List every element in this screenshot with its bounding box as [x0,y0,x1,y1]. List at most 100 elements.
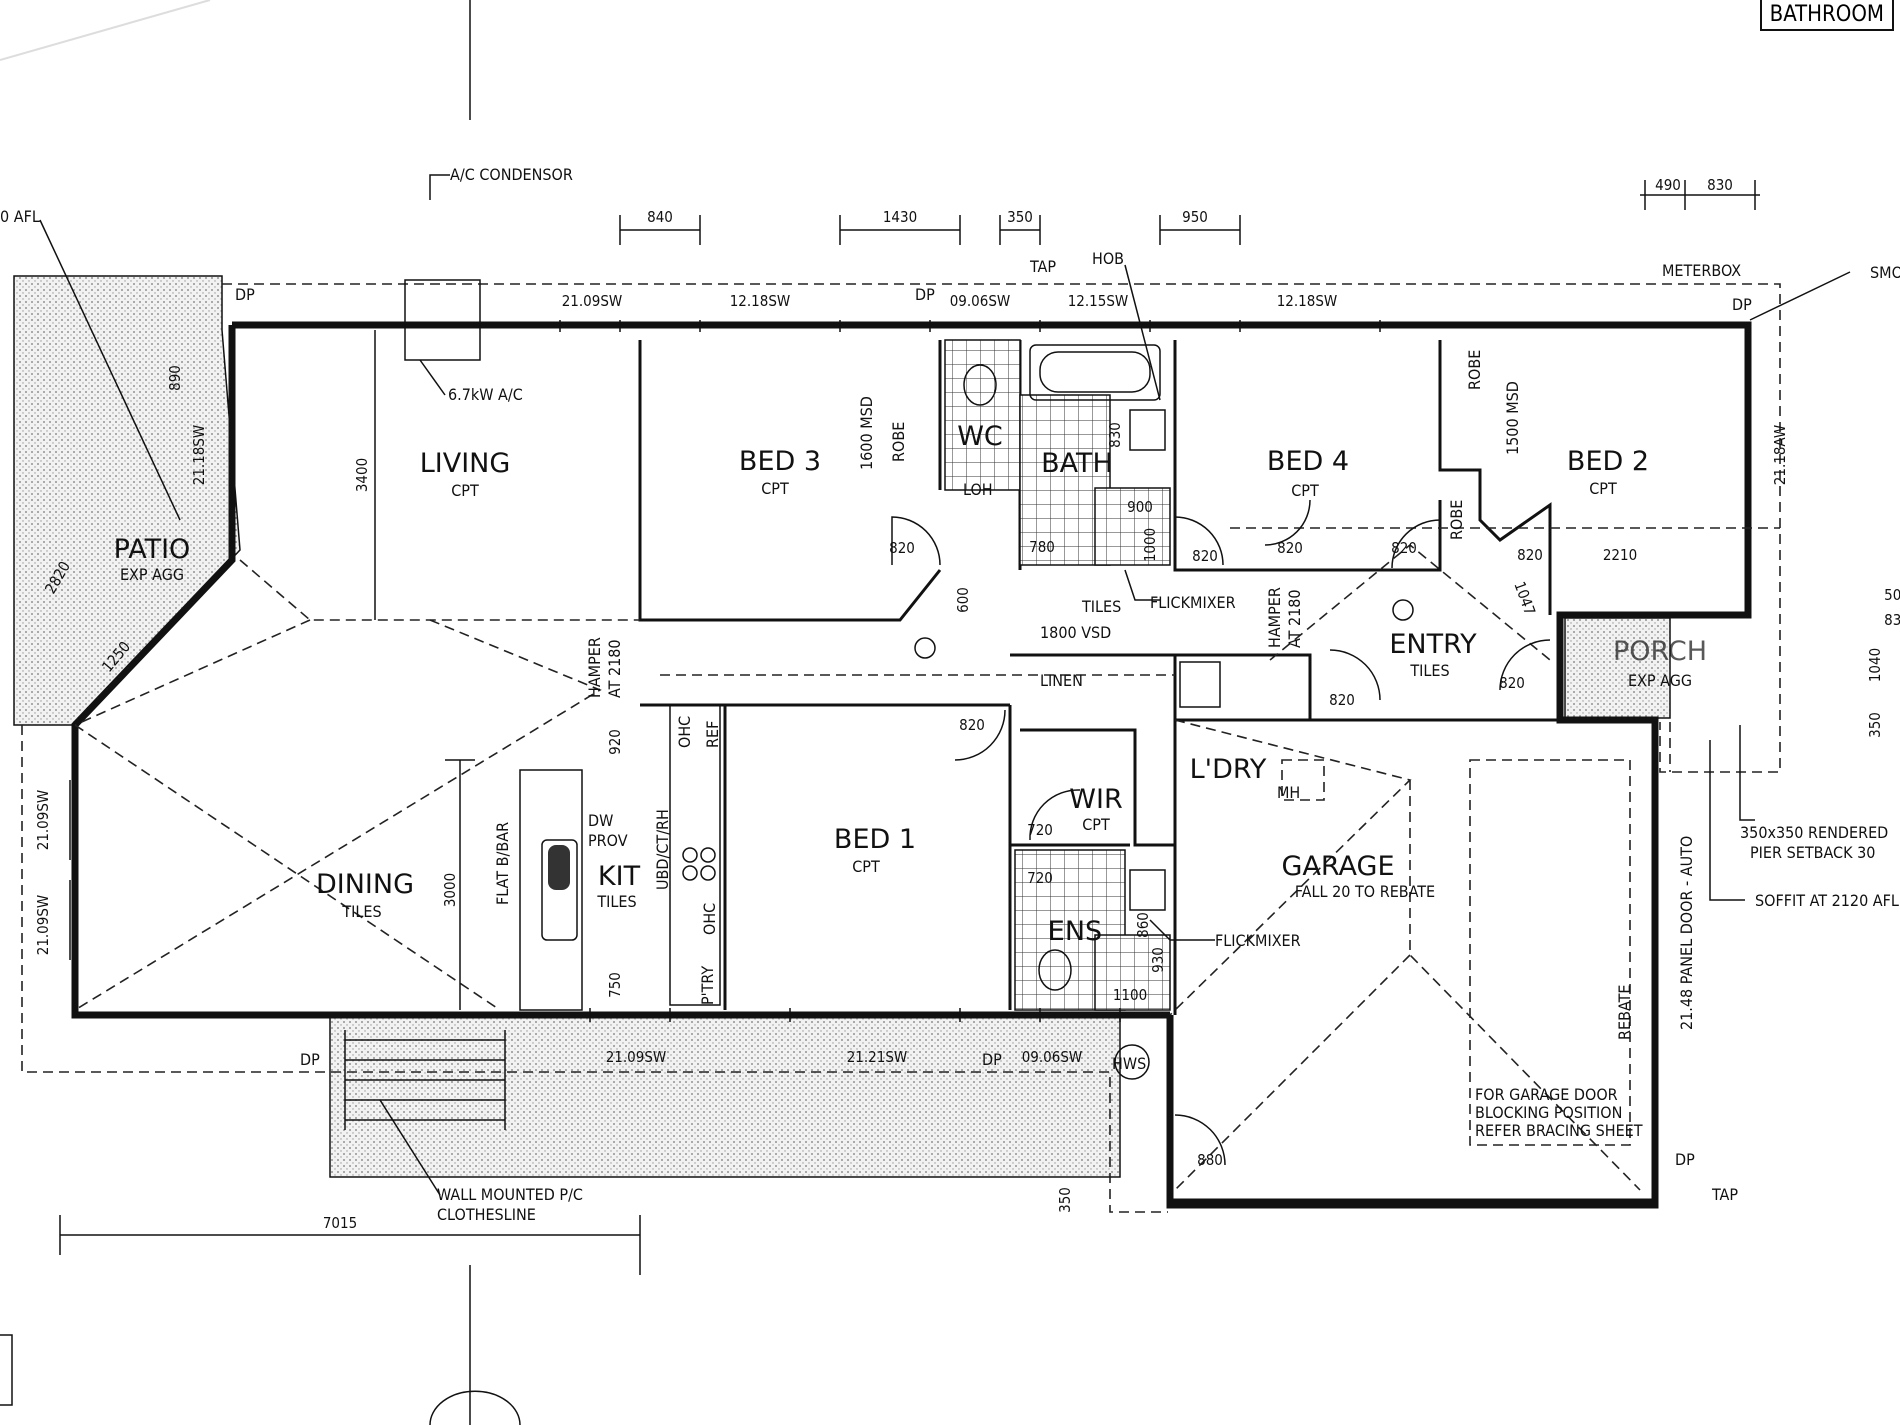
patio-slab [13,275,241,726]
room-ens: ENS [1048,916,1102,947]
dim-820-bed3: 820 [889,539,915,557]
dim-830: 830 [1707,176,1733,194]
room-garage-finish: FALL 20 TO REBATE [1295,882,1435,901]
note-flickmixer-ens: FLICKMIXER [1215,931,1301,950]
note-dp6: DP [1675,1150,1695,1169]
note-rebate: REBATE [1615,985,1634,1040]
cooktop-ring [682,847,698,863]
dim-line [1159,215,1241,245]
door-robe [1264,499,1311,546]
note-hamper-1b: AT 2180 [605,639,624,698]
dim-950: 950 [1182,208,1208,226]
window-label-8: 21.09SW [606,1048,667,1066]
room-bed2: BED 2 [1567,446,1649,477]
window-label-7: 21.09SW [34,895,52,956]
laundry-tub [1179,661,1221,708]
note-msd-bed2: 1500 MSD [1503,381,1522,455]
shower [1094,487,1171,566]
dim-line [1640,180,1760,210]
note-hob: HOB [1092,249,1124,268]
roof-line [660,674,1641,1191]
note-dp1: DP [235,285,255,304]
room-entry: ENTRY [1389,629,1477,660]
dim-720-wir: 720 [1027,821,1053,839]
toilet [963,364,997,406]
room-patio-finish: EXP AGG [120,565,184,584]
eaves-line [21,283,1781,1213]
dim-830-bath: 830 [1106,422,1124,448]
dim-840: 840 [647,208,673,226]
dim-350-right: 350 [1866,712,1884,738]
note-smoke: SMO [1870,263,1900,282]
note-panel-door: 21.48 PANEL DOOR - AUTO [1677,836,1696,1030]
ens-shower [1094,934,1171,1011]
dim-7015: 7015 [323,1214,357,1232]
dim-930: 930 [1149,947,1167,973]
room-bed3: BED 3 [739,446,821,477]
note-vsd: 1800 VSD [1040,623,1111,642]
note-pier-2: PIER SETBACK 30 [1750,843,1875,862]
sink-bowl [548,845,570,890]
leader [1149,919,1215,941]
dim-600: 600 [954,587,972,613]
porch-slab [1564,617,1671,719]
kitchen-bench [519,769,583,1011]
window-ticks [559,320,1381,332]
note-dp3: DP [1732,295,1752,314]
ac-condensor-box [404,279,481,361]
room-bed4-finish: CPT [1291,481,1319,500]
note-ohc-2: OHC [700,903,719,935]
note-afl: 0 AFL [0,207,40,226]
roof-line [74,619,602,1011]
room-wir: WIR [1069,784,1122,815]
note-garage-1: FOR GARAGE DOOR [1475,1085,1618,1104]
dim-820-robe2: 820 [1277,539,1303,557]
dim-490: 490 [1655,176,1681,194]
leader [1124,264,1161,401]
dim-1430: 1430 [883,208,917,226]
leader [1124,569,1160,601]
dim-line [59,1215,641,1275]
note-robe-bed3: ROBE [889,422,908,462]
leader [1739,725,1755,821]
smoke-detector [1392,599,1414,621]
room-wc: WC [957,421,1003,452]
dim-880: 880 [1197,1151,1223,1169]
kitchen-cabinets [669,704,721,1006]
window-label-10: 09.06SW [1022,1048,1083,1066]
door-front [1499,639,1551,691]
note-dp5: DP [982,1050,1002,1069]
dim-1047: 1047 [1510,579,1539,617]
note-garage-3: REFER BRACING SHEET [1475,1121,1643,1140]
note-robe-bed2: ROBE [1465,350,1484,390]
door-bed4 [1174,516,1224,566]
window-label-12: 21.18SW [190,425,208,486]
dim-3000: 3000 [441,873,459,907]
room-bed1: BED 1 [834,824,916,855]
room-ldry: L'DRY [1190,754,1267,785]
note-ohc-1: OHC [675,716,694,748]
dim-820-robe: 820 [1391,539,1417,557]
note-hamper-2b: AT 2180 [1285,589,1304,648]
note-ac-unit: 6.7kW A/C [448,385,523,404]
dim-line [999,215,1041,245]
bathtub-inner [1039,351,1151,393]
room-garage: GARAGE [1281,851,1394,882]
room-porch-finish: EXP AGG [1628,671,1692,690]
window-label-1: 21.09SW [562,292,623,310]
dim-820-bed1: 820 [959,716,985,734]
room-bed3-finish: CPT [761,479,789,498]
ens-toilet [1038,949,1072,991]
room-kit-finish: TILES [596,892,636,911]
window-label-6: 21.09SW [34,790,52,851]
note-flat-bar: FLAT B/BAR [493,822,512,905]
window-ticks [69,780,1121,1022]
note-ptry: P'TRY [698,966,717,1005]
note-hws: HWS [1112,1054,1146,1073]
room-porch: PORCH [1613,636,1707,667]
note-prov: PROV [588,831,628,850]
dim-350-bottom: 350 [1056,1187,1074,1213]
note-robe-hall: ROBE [1447,500,1466,540]
dim-500: 500 [1884,586,1900,604]
room-bath: BATH [1041,448,1113,479]
